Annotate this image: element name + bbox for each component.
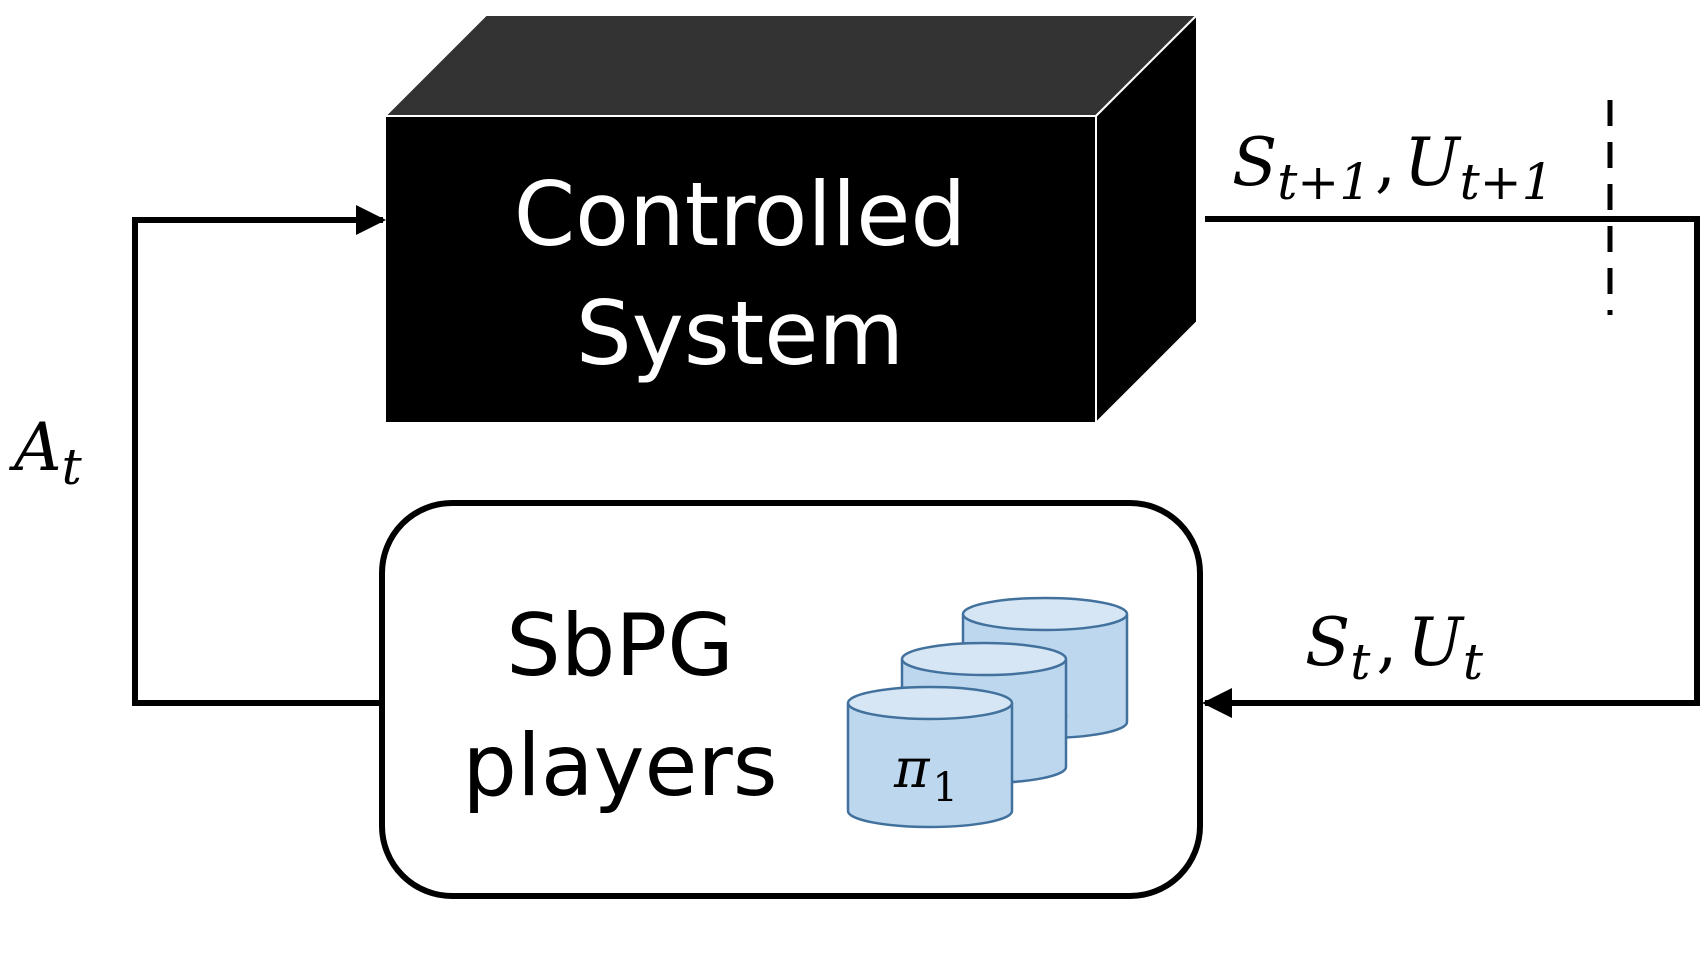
next-state-u: U (1404, 124, 1462, 201)
current-state-label: St,Ut (1305, 604, 1484, 691)
action-subscript: t (62, 438, 83, 496)
next-state-separator: , (1375, 124, 1396, 201)
action-symbol: A (8, 409, 62, 486)
current-state-s: S (1305, 604, 1350, 681)
action-arrow (132, 205, 386, 706)
next-state-u-subscript: t+1 (1460, 153, 1554, 211)
controlled-system-block: Controlled System (382, 12, 1200, 426)
policy-1-symbol: π (893, 737, 931, 800)
system-label-line1: Controlled (514, 163, 967, 266)
current-state-u-subscript: t (1463, 633, 1484, 691)
current-state-s-subscript: t (1350, 633, 1371, 691)
players-label-line1: SbPG (506, 596, 734, 696)
current-state-u: U (1407, 604, 1465, 681)
next-state-s: S (1232, 124, 1277, 201)
next-state-s-subscript: t+1 (1277, 153, 1371, 211)
next-state-label: St+1,Ut+1 (1232, 124, 1553, 211)
players-label-line2: players (462, 716, 777, 816)
current-state-separator: , (1376, 604, 1397, 681)
policy-1-index: 1 (933, 765, 958, 811)
policy-cylinder-1: π1 (846, 685, 1014, 829)
sbpg-players-box: SbPG players π3 π2 π1 (379, 500, 1203, 899)
system-label-line2: System (576, 282, 904, 385)
system-block-top-face (382, 14, 1200, 117)
feedback-arrow (1202, 216, 1700, 718)
system-block-front-face (384, 115, 1097, 424)
action-label: At (8, 409, 83, 496)
svg-text:π1: π1 (893, 737, 958, 811)
